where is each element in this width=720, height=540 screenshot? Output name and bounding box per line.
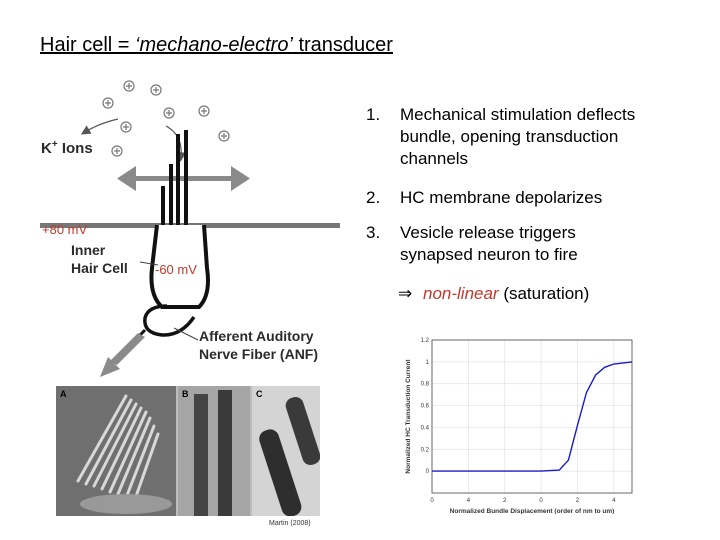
point-number: 1. (366, 105, 381, 124)
x-tick-label: 4 (467, 498, 471, 504)
y-tick-label: 1.2 (421, 338, 430, 344)
title-suffix: transducer (292, 34, 393, 56)
point-1: 1. Mechanical stimulation deflects bundl… (366, 104, 696, 174)
point-line: Vesicle release triggers (400, 223, 576, 242)
y-tick-label: 0.8 (421, 382, 430, 388)
point-line: HC membrane depolarizes (400, 188, 603, 207)
conclusion-keyword: non-linear (422, 284, 499, 303)
potassium-ion-icon (123, 80, 135, 92)
title-prefix: Hair cell = (40, 34, 136, 56)
signal-arrow (100, 333, 145, 377)
deflection-arrow (117, 166, 250, 191)
point-2: 2. HC membrane depolarizes (366, 187, 696, 211)
point-number: 2. (366, 188, 381, 207)
image-credit: Martin (2008) (269, 520, 311, 527)
y-tick-label: 0.6 (421, 404, 430, 410)
panel-label: B (182, 389, 189, 399)
x-tick-label: 4 (612, 498, 616, 504)
ions-label: K+ Ions (41, 139, 93, 157)
plot-frame (431, 339, 633, 494)
ion-group (102, 80, 230, 157)
panel-label: A (60, 389, 67, 399)
potassium-ion-icon (120, 121, 132, 133)
point-line: synapsed neuron to fire (400, 245, 578, 264)
x-tick-label: 2 (576, 498, 580, 504)
point-line: channels (400, 149, 469, 168)
x-tick-label: 0 (539, 498, 543, 504)
implies-symbol: ⇒ (398, 284, 413, 303)
title-italic: ‘mechano-electro’ (135, 34, 293, 56)
micrograph-image: A B C (56, 386, 320, 516)
ion-flow-arrow (80, 118, 119, 135)
hair-cell-label: Inner Hair Cell (71, 242, 128, 276)
point-line: Mechanical stimulation deflects (400, 105, 636, 124)
potassium-ion-icon (111, 145, 123, 157)
inside-voltage-label: -60 mV (155, 262, 197, 277)
point-3: 3. Vesicle release triggers synapsed neu… (366, 222, 696, 270)
point-number: 3. (366, 223, 381, 242)
y-tick-label: 0 (426, 469, 430, 475)
potassium-ion-icon (198, 105, 210, 117)
point-line: bundle, opening transduction (400, 127, 619, 146)
y-tick-label: 0.2 (421, 447, 430, 453)
potassium-ion-icon (163, 107, 175, 119)
potassium-ion-icon (218, 130, 230, 142)
nerve-fiber-label: Afferent Auditory Nerve Fiber (ANF) (199, 328, 319, 362)
conclusion-rest: (saturation) (498, 284, 590, 303)
conclusion: ⇒ non-linear (saturation) (398, 283, 698, 307)
slide-title: Hair cell = ‘mechano-electro’ transducer (40, 34, 393, 57)
x-axis-label: Normalized Bundle Displacement (order of… (450, 508, 615, 514)
nerve-fiber (143, 304, 196, 337)
x-tick-label: 2 (503, 498, 507, 504)
hair-cell-body (149, 224, 210, 309)
y-tick-label: 0.4 (421, 425, 430, 431)
panel-label: C (256, 389, 263, 399)
outside-voltage-label: +80 mV (42, 222, 88, 237)
y-tick-label: 1 (426, 360, 430, 366)
stereocilia-bundle (161, 130, 188, 225)
y-axis-label: Normalized HC Transduction Current (405, 359, 412, 474)
potassium-ion-icon (102, 97, 114, 109)
series-line (432, 361, 633, 472)
potassium-ion-icon (150, 84, 162, 96)
x-tick-label: 0 (430, 498, 434, 504)
hair-cell-diagram (40, 80, 340, 377)
